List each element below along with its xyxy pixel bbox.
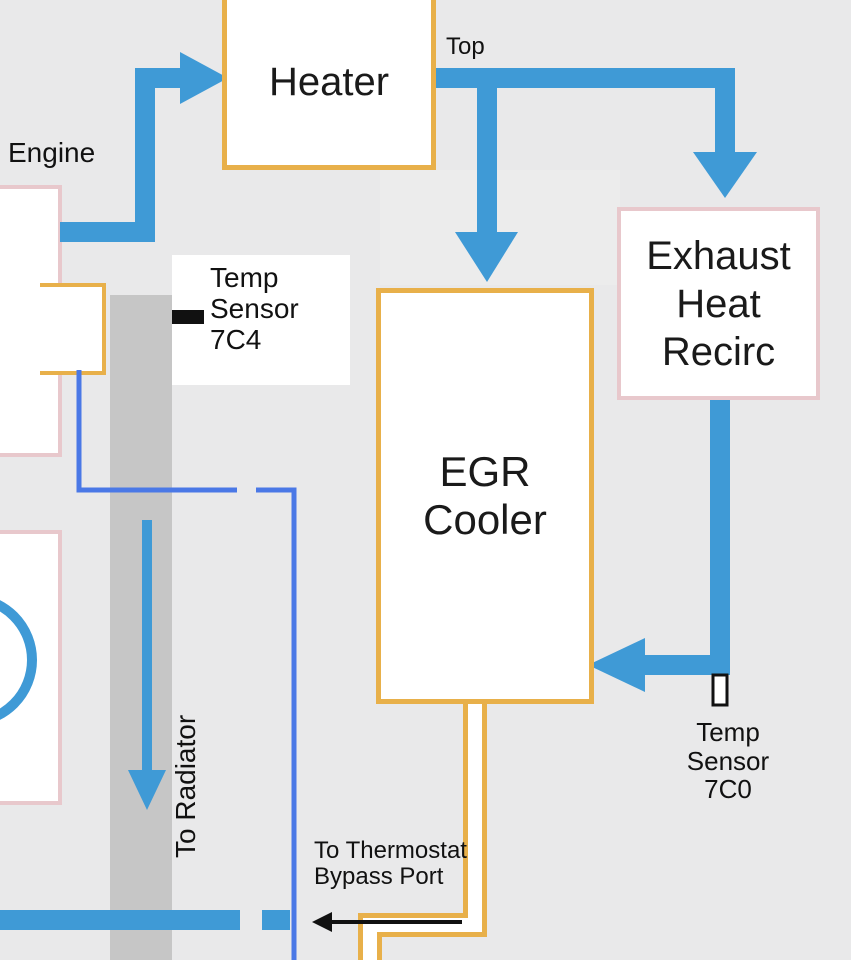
exhaust-label-line1: Exhaust [646, 233, 791, 278]
engine-label: Engine [8, 137, 96, 168]
heater-label: Heater [268, 60, 390, 104]
exhaust-label-line2: Heat [676, 281, 761, 326]
engine-outlet-fitting [40, 283, 106, 375]
engine-to-heater-line [60, 68, 185, 242]
egr-inlet-arrow [455, 232, 518, 282]
exhaust-heat-recirc-box: Exhaust Heat Recirc [617, 207, 820, 400]
exhaust-label-line3: Recirc [661, 329, 776, 374]
heater-inlet-arrow [180, 52, 228, 104]
return-line-upper [76, 370, 237, 493]
temp-sensor-7c4-line2: Sensor [210, 292, 299, 324]
temp-sensor-7c0-line3: 7C0 [704, 774, 752, 805]
temp-sensor-7c0-line2: Sensor [686, 745, 770, 776]
egr-cooler-label-line1: EGR [439, 448, 531, 495]
temp-sensor-7c0-line1: Temp [696, 717, 760, 747]
heater-outlet-line [432, 68, 735, 158]
water-pump-housing [0, 530, 62, 805]
exhaust-to-egr-line [640, 398, 730, 675]
top-label: Top [446, 33, 485, 60]
egr-cooler-box: EGR Cooler [376, 288, 594, 704]
temp-sensor-7c4-line1: Temp [210, 262, 279, 293]
to-radiator-label: To Radiator [170, 714, 201, 858]
temp-sensor-7c4-label: Temp Sensor 7C4 [210, 262, 299, 355]
egr-cooler-label-line2: Cooler [423, 496, 547, 543]
temp-sensor-7c0-label: Temp Sensor 7C0 [668, 718, 788, 804]
temp-sensor-7c4-line3: 7C4 [210, 323, 262, 355]
to-thermostat-arrowhead [312, 912, 332, 932]
egr-outlet-pipe [363, 700, 482, 960]
to-thermostat-label: To Thermostat Bypass Port [314, 837, 467, 891]
sensor-7c4-mark [172, 310, 204, 324]
exhaust-inlet-arrow [693, 152, 757, 198]
pump-ring [0, 600, 37, 720]
egr-side-inlet-arrow [588, 638, 645, 692]
background-panel-top [380, 170, 620, 285]
radiator-channel [110, 295, 172, 960]
to-radiator-arrow [128, 770, 166, 810]
to-thermostat-line1: To Thermostat [314, 837, 467, 864]
to-thermostat-line2: Bypass Port [314, 863, 444, 891]
heater-box: Heater [222, 0, 436, 170]
sensor-7c0-mark [711, 673, 729, 707]
return-line-lower [256, 487, 297, 960]
